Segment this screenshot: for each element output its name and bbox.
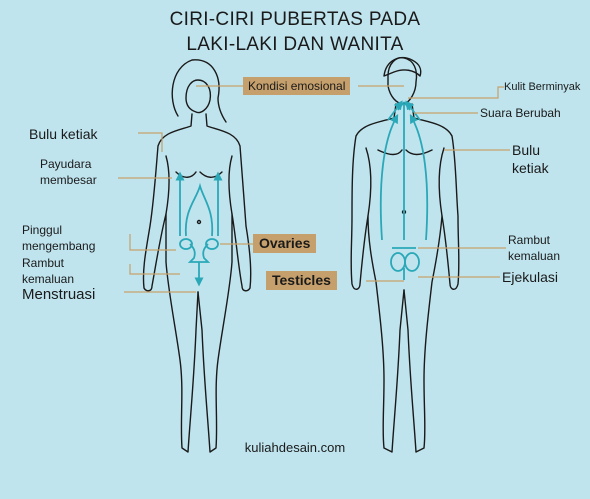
female-body-right <box>197 113 252 453</box>
diagram-title-line-1: CIRI-CIRI PUBERTAS PADA <box>169 9 421 30</box>
bulu-ketiak-male-label-line-1: Bulu <box>512 142 541 158</box>
female-figure <box>142 59 252 453</box>
payudara-label-line-2: membesar <box>40 173 97 187</box>
male-body-left <box>350 103 405 453</box>
male-figure <box>350 57 460 453</box>
male-body-right <box>403 103 460 453</box>
male-underarm-right <box>438 147 445 217</box>
payudara-label-line-1: Payudara <box>40 157 92 171</box>
female-reproductive <box>175 171 223 287</box>
diagram-title-line-2: LAKI-LAKI DAN WANITA <box>186 34 404 55</box>
suara-berubah-label: Suara Berubah <box>480 106 561 120</box>
kulit-berminyak-label: Kulit Berminyak <box>504 81 581 93</box>
ovaries-label: Ovaries <box>253 234 317 253</box>
female-body-left <box>142 113 199 453</box>
male-reproductive <box>379 100 429 280</box>
bulu-ketiak-female-label: Bulu ketiak <box>29 126 98 142</box>
ejekulasi-label: Ejekulasi <box>502 269 559 285</box>
pinggul-label-line-1: Pinggul <box>22 223 63 237</box>
male-chest <box>377 149 433 156</box>
female-face <box>185 79 212 114</box>
menstruasi-label: Menstruasi <box>22 286 96 303</box>
male-hair <box>383 57 422 77</box>
male-head <box>387 57 418 105</box>
female-navel <box>196 219 202 225</box>
rambut-female-label-line-1: Rambut <box>22 256 65 270</box>
female-underarm-left <box>165 155 170 215</box>
female-hair <box>171 59 227 123</box>
leader-lines <box>118 85 510 293</box>
rambut-female-label-line-2: kemaluan <box>22 272 75 286</box>
rambut-male-label-line-1: Rambut <box>508 233 551 247</box>
bulu-ketiak-male-label-line-2: ketiak <box>512 160 549 176</box>
female-breast-line <box>175 171 223 178</box>
testicles-label: Testicles <box>266 271 337 290</box>
kondisi-emosional-label: Kondisi emosional <box>243 77 351 95</box>
pinggul-label-line-2: mengembang <box>22 239 96 253</box>
female-underarm-right <box>228 155 233 215</box>
male-underarm-left <box>365 147 372 217</box>
footer-credit: kuliahdesain.com <box>244 440 346 455</box>
rambut-male-label-line-2: kemaluan <box>508 249 561 263</box>
